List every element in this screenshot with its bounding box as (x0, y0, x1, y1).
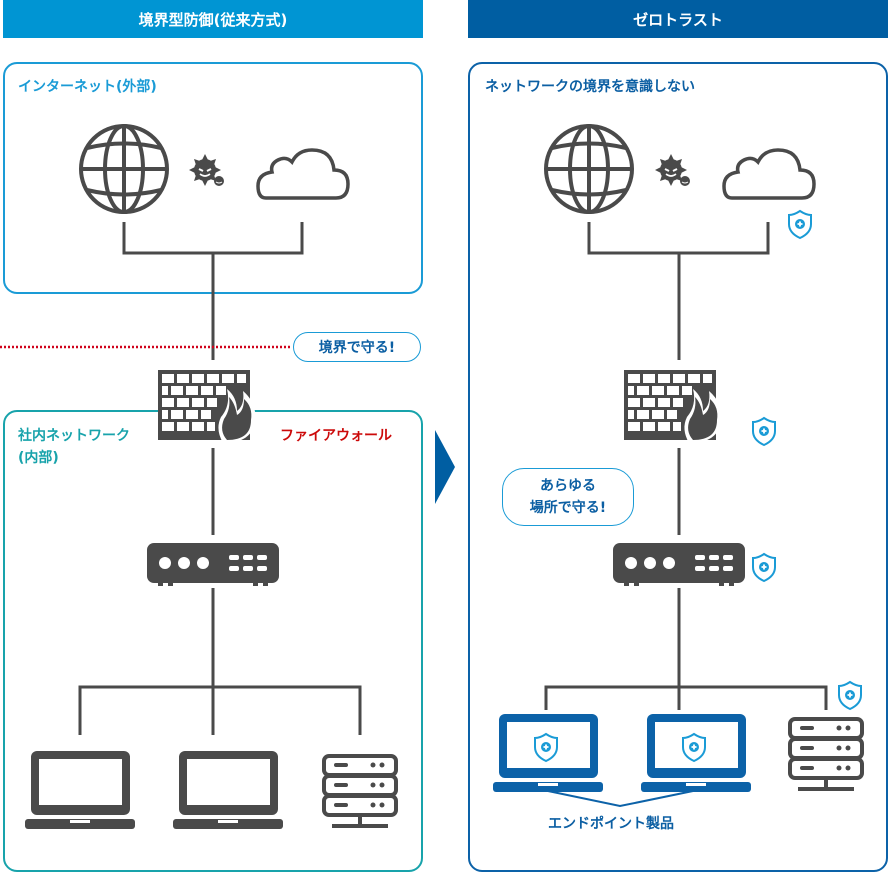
intranet-label-line1: 社内ネットワーク (18, 428, 130, 444)
right-wiring (544, 222, 828, 710)
shield-icon (838, 681, 862, 710)
arrow-right-icon (435, 430, 455, 504)
router-icon (147, 543, 279, 586)
left-internet-wiring (78, 222, 362, 735)
cloud-icon (722, 148, 816, 200)
everywhere-bubble-line1: あらゆる (540, 478, 596, 494)
zero-trust-zone (468, 62, 888, 872)
shield-icon (752, 417, 776, 446)
laptop-icon (25, 751, 135, 829)
server-icon (322, 754, 398, 828)
cloud-icon (256, 148, 350, 200)
laptop-icon (173, 751, 283, 829)
virus-icon (654, 153, 691, 187)
endpoint-connector (547, 790, 694, 808)
shield-icon (534, 733, 558, 762)
router-icon (613, 543, 745, 586)
endpoint-label: エンドポイント製品 (548, 816, 674, 832)
intranet-label: 社内ネットワーク (内部) (18, 425, 130, 469)
server-icon (788, 717, 864, 791)
shield-icon (788, 210, 812, 239)
intranet-label-line2: (内部) (18, 450, 59, 466)
everywhere-bubble: あらゆる 場所で守る! (502, 468, 634, 526)
globe-icon (79, 124, 169, 214)
boundary-bubble: 境界で守る! (293, 332, 421, 362)
right-panel-header: ゼロトラスト (468, 0, 888, 38)
left-panel-header: 境界型防御(従来方式) (3, 0, 423, 38)
firewall-label: ファイアウォール (280, 428, 392, 444)
shield-icon (682, 733, 706, 762)
internet-label: インターネット(外部) (18, 79, 157, 95)
everywhere-bubble-line2: 場所で守る! (529, 500, 607, 516)
firewall-icon (624, 370, 722, 443)
shield-icon (752, 553, 776, 582)
virus-icon (188, 153, 225, 187)
zero-trust-network-label: ネットワークの境界を意識しない (485, 79, 695, 95)
globe-icon (544, 124, 634, 214)
firewall-icon (158, 370, 256, 443)
